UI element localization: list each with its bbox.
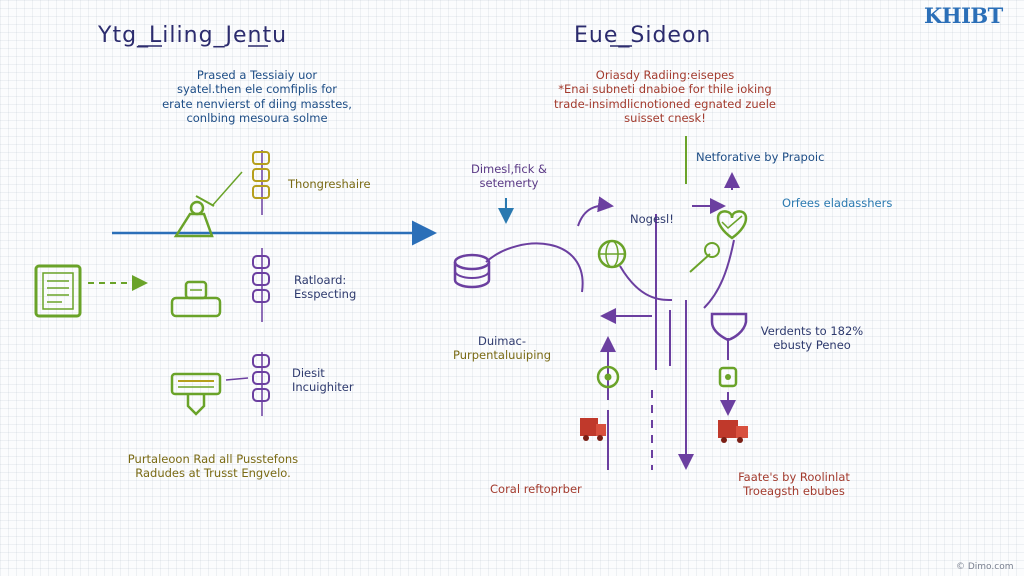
database-icon [453,253,491,289]
right-title: Eue_Sideon [574,23,712,48]
label-line: Verdents to 182% [760,324,864,338]
globe-icon [597,239,627,269]
truck-icon-right [718,420,748,443]
label-line: Diesit [292,366,325,380]
shield-icon [710,312,748,342]
label-line: Duimac- [477,334,527,348]
left-desc-line: erate nenvierst of diing masstes, [162,96,352,111]
truck-icon-left [580,418,606,441]
label-thongreshaire: Thongreshaire [288,177,371,191]
label-line: Incuighiter [292,380,354,395]
connector-line [689,253,711,273]
right-desc-line: trade-insimdlicnotioned egnated zuele [554,96,776,111]
label-faatels: Faate's by Roolinlat Troeagsth ebubes [726,470,862,499]
label-line: Purpentaluuiping [452,348,552,363]
document-icon [34,264,82,318]
db-curve [485,242,584,293]
curl-arrow [577,196,614,227]
label-line: Troeagsth ebubes [743,484,845,499]
watermark: © Dimo.com [956,562,1014,572]
gear-badge-icon [596,365,620,389]
left-desc-line: conlbing mesoura solme [186,111,328,126]
label-orfees: Orfees eladasshers [782,196,893,210]
label-line: Ratloard: [294,273,347,287]
label-dimesl: Dimesl,fick & setemerty [462,162,556,191]
right-description: Oriasdy Radiing:eisepes *Enai subneti dn… [530,68,800,126]
left-footer: Purtaleoon Rad all Pusstefons Radudes at… [108,452,318,481]
right-desc-line: *Enai subneti dnabioe for thile ioking [558,82,772,97]
label-diesit: Diesit Incuighiter [292,366,354,395]
brand-logo: KHIBT [924,3,1003,28]
heart-curve [703,239,735,309]
footer-line: Radudes at Trusst Engvelo. [135,466,291,481]
label-nogesl: Nogesl! [630,212,674,226]
left-description: Prased a Tessiaiy uor syatel.then ele co… [152,68,362,126]
node-circle-icon [704,242,720,258]
label-line: Dimesl,fick & [470,162,548,176]
label-line: Esspecting [294,287,357,302]
stack-top [211,150,270,215]
label-duimac: Duimac- Purpentaluuiping [440,334,564,363]
signpost-node-icon [170,372,222,416]
label-verdents: Verdents to 182% ebusty Peneo [752,324,872,353]
label-coral: Coral reftoprber [490,482,582,496]
label-line: ebusty Peneo [773,338,851,353]
right-desc-line: suisset cnesk! [624,111,706,126]
label-line: setemerty [479,176,539,191]
user-node-icon [173,195,215,238]
stack-mid [252,248,270,322]
stamp-node-icon [170,280,222,318]
left-desc-line: syatel.then ele comfiplis for [176,82,338,97]
footer-line: Purtaleoon Rad all Pusstefons [127,452,299,466]
right-desc-line: Oriasdy Radiing:eisepes [595,68,735,82]
stack-low [225,352,270,416]
label-line: Faate's by Roolinlat [738,470,850,484]
heart-icon [716,210,748,240]
lock-badge-icon [718,366,738,388]
label-ratloard: Ratloard: Esspecting [294,273,356,302]
globe-curve [619,265,673,301]
left-desc-line: Prased a Tessiaiy uor [196,68,318,82]
label-netforative: Netforative by Prapoic [696,150,825,164]
left-title: Ytg_Liling_Jentu [98,23,288,48]
